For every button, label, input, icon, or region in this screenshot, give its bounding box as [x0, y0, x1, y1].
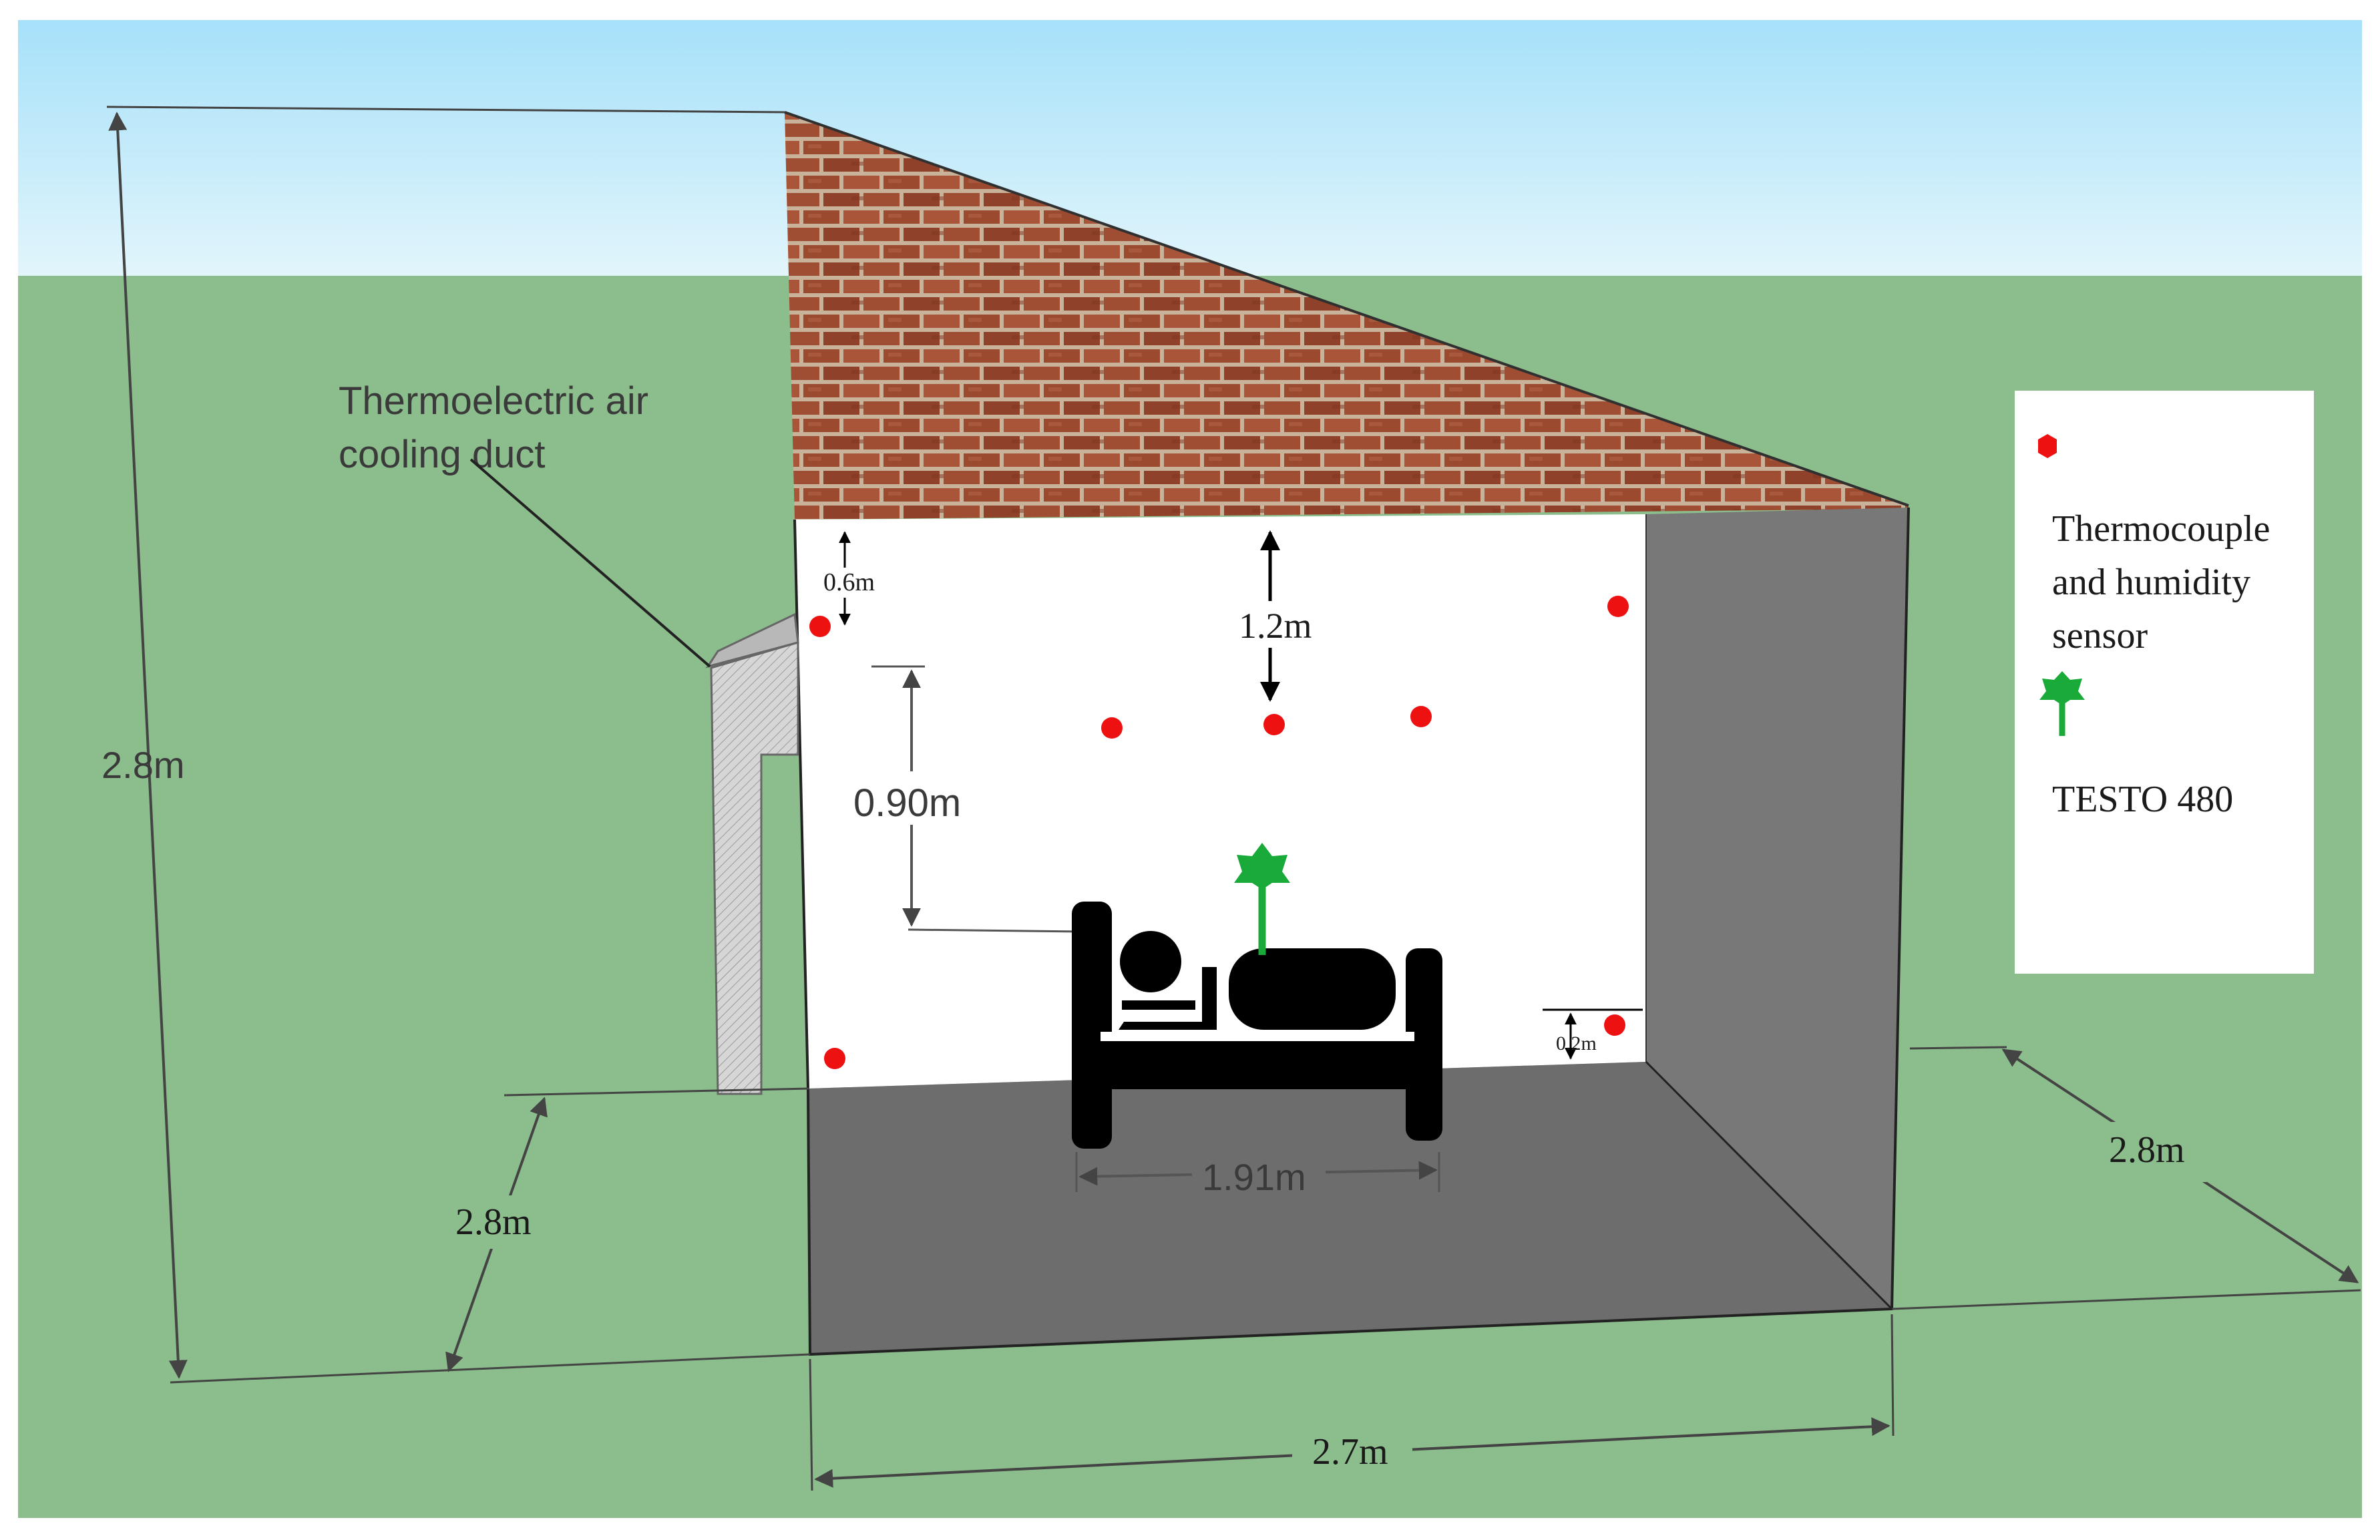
width-label: 2.7m [1312, 1431, 1388, 1473]
sky [18, 20, 2362, 276]
legend: Thermocouple and humidity sensor TESTO 4… [2015, 391, 2314, 974]
floor-corner-edge [1645, 1061, 1893, 1310]
legend-thermocouple-line3: sensor [2052, 615, 2148, 656]
duct-label-line2: cooling duct [339, 433, 546, 476]
depth-right-label: 2.8m [2109, 1129, 2185, 1171]
cooling-duct [710, 640, 799, 1095]
height-extension-top [106, 106, 785, 114]
brick-gable-wall [785, 112, 1909, 520]
sensor-dot-6 [824, 1048, 845, 1069]
thermocouple-sensors [809, 596, 1629, 1069]
sensor-dot-2 [1101, 717, 1123, 739]
depth-left-extension [504, 1087, 810, 1097]
green-probe-icon [2039, 671, 2085, 736]
dim-06-label: 0.6m [823, 568, 875, 596]
legend-thermocouple-line2: and humidity [2052, 562, 2250, 603]
dim-090-label: 0.90m [853, 781, 961, 825]
roof-edge [784, 111, 1909, 507]
dim-06-label-bg [823, 568, 887, 598]
depth-left-label-bg [444, 1195, 551, 1249]
bed-length-label-bg [1192, 1149, 1326, 1199]
dim-090-tick-bottom [908, 928, 1082, 933]
depth-left-label: 2.8m [455, 1201, 532, 1243]
red-dot-icon [2038, 434, 2057, 458]
legend-thermocouple-line1: Thermocouple [2052, 508, 2270, 550]
depth-right-extension-top [1909, 1046, 2007, 1050]
person-in-bed-icon [1072, 902, 1442, 1149]
duct-label-line1: Thermoelectric air [339, 379, 648, 423]
dim-12-label: 1.2m [1239, 606, 1312, 646]
sensor-dot-3 [1263, 714, 1285, 735]
depth-right-label-bg [2097, 1122, 2217, 1182]
back-wall [795, 514, 1646, 1089]
width-label-bg [1292, 1422, 1412, 1479]
dim-12-label-bg [1239, 601, 1306, 648]
width-extension-left [809, 1358, 813, 1491]
side-wall [1646, 508, 1909, 1309]
bed-length-label: 1.91m [1202, 1156, 1306, 1198]
duct-leader-line [469, 458, 711, 668]
legend-testo-label: TESTO 480 [2052, 779, 2233, 820]
sensor-dot-7 [1604, 1014, 1625, 1036]
width-extension-right [1891, 1314, 1895, 1436]
testo-probe-icon [1234, 843, 1290, 955]
height-label: 2.8m [102, 744, 185, 786]
sensor-dot-4 [1410, 706, 1432, 727]
sensor-dot-5 [1607, 596, 1629, 617]
dim-090-label-bg [848, 771, 978, 825]
dim-02-label: 0.2m [1556, 1032, 1597, 1054]
height-dimension-line [108, 112, 188, 1379]
depth-right-extension-bottom [1891, 1289, 2361, 1310]
sensor-dot-1 [809, 616, 831, 637]
